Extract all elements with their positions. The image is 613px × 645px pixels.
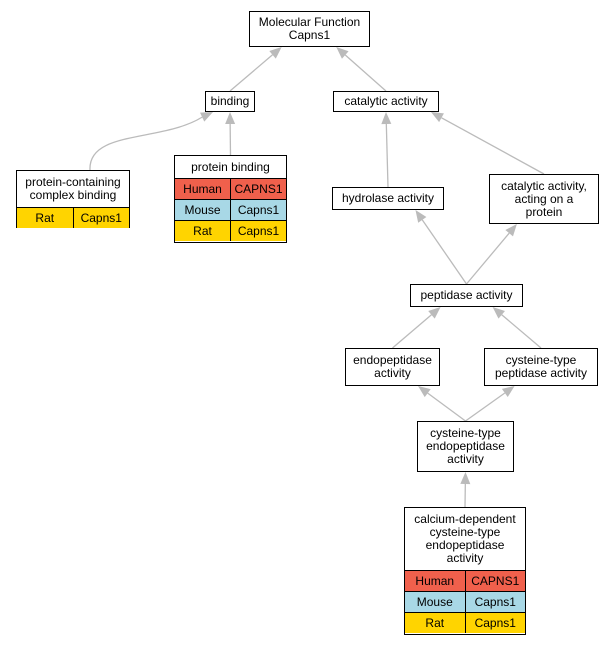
gene-table: Rat Capns1 [17, 207, 129, 228]
edge [392, 307, 441, 349]
node-label: protein binding [191, 159, 270, 174]
node-label: peptidase activity [420, 288, 513, 302]
edge-line [392, 314, 432, 349]
edge-line [465, 392, 506, 422]
arrowhead-icon [381, 112, 392, 125]
species-cell: Mouse [175, 199, 231, 221]
gene-row: Rat Capns1 [405, 612, 525, 633]
gene-cell[interactable]: CAPNS1 [230, 178, 286, 200]
edge [460, 472, 471, 508]
arrowhead-icon [431, 112, 444, 123]
gene-cell[interactable]: Capns1 [230, 220, 286, 241]
edge-line [427, 392, 466, 422]
node-peptidase-activity[interactable]: peptidase activity [410, 284, 523, 307]
node-catalytic-activity[interactable]: catalytic activity [333, 91, 439, 112]
node-label: cysteine-type peptidase activity [494, 353, 588, 380]
edge-line [501, 314, 542, 349]
node-hydrolase-activity[interactable]: hydrolase activity [332, 187, 444, 210]
gene-cell[interactable]: Capns1 [72, 207, 129, 228]
arrowhead-icon [225, 112, 236, 125]
gene-cell[interactable]: Capns1 [464, 612, 525, 633]
edge [336, 47, 387, 92]
arrowhead-icon [336, 47, 349, 59]
edge [492, 307, 542, 349]
gene-row: Rat Capns1 [17, 207, 129, 228]
edge-line [441, 117, 545, 175]
node-cysteine-type-endopeptidase-activity[interactable]: cysteine-type endopeptidase activity [417, 421, 514, 472]
species-cell: Human [175, 178, 231, 200]
node-binding[interactable]: binding [205, 91, 255, 112]
arrowhead-icon [428, 307, 441, 319]
edge-line [229, 54, 273, 92]
arrowhead-icon [492, 307, 505, 319]
species-cell: Mouse [405, 591, 465, 613]
node-label: binding [210, 94, 250, 108]
edge-line [344, 54, 387, 92]
gene-cell[interactable]: Capns1 [230, 199, 286, 221]
edge [466, 224, 517, 285]
node-label: hydrolase activity [341, 191, 435, 205]
node-label: protein-containing complex binding [25, 175, 121, 202]
arrowhead-icon [200, 112, 213, 122]
gene-row: Rat Capns1 [175, 220, 286, 241]
gene-table: Human CAPNS1 Mouse Capns1 Rat Capns1 [175, 178, 286, 241]
node-calcium-dependent-cysteine-type-endopeptidase-activity[interactable]: calcium-dependent cysteine-type endopept… [404, 507, 526, 635]
gene-row: Mouse Capns1 [405, 591, 525, 613]
node-label: catalytic activity, acting on a protein [501, 178, 587, 219]
node-label: endopeptidase activity [353, 353, 432, 380]
edge [465, 386, 515, 422]
gene-cell[interactable]: Capns1 [464, 591, 525, 613]
gene-row: Human CAPNS1 [175, 178, 286, 200]
gene-table: Human CAPNS1 Mouse Capns1 Rat Capns1 [405, 570, 525, 633]
arrowhead-icon [505, 224, 517, 237]
node-protein-containing-complex-binding[interactable]: protein-containing complex binding Rat C… [16, 170, 130, 228]
gene-row: Mouse Capns1 [175, 199, 286, 221]
node-catalytic-activity-acting-on-a-protein[interactable]: catalytic activity, acting on a protein [489, 174, 599, 224]
edge [229, 47, 282, 92]
arrowhead-icon [460, 472, 471, 485]
node-label: Molecular Function Capns1 [258, 15, 361, 42]
edge [431, 112, 545, 175]
edge [225, 112, 236, 156]
edge [415, 210, 468, 285]
node-endopeptidase-activity[interactable]: endopeptidase activity [345, 348, 440, 386]
arrowhead-icon [415, 210, 427, 223]
species-cell: Rat [17, 207, 73, 228]
edge-line [421, 219, 468, 285]
gene-cell[interactable]: CAPNS1 [464, 570, 525, 592]
arrowhead-icon [269, 47, 282, 59]
edge-line [466, 232, 510, 285]
node-label: calcium-dependent cysteine-type endopept… [414, 512, 516, 565]
node-protein-binding[interactable]: protein binding Human CAPNS1 Mouse Capns… [174, 155, 287, 243]
node-label: cysteine-type endopeptidase activity [426, 426, 505, 466]
edge-line [89, 116, 203, 171]
arrowhead-icon [418, 386, 431, 398]
edge [418, 386, 466, 422]
node-molecular-function[interactable]: Molecular Function Capns1 [249, 11, 370, 47]
edge [89, 112, 213, 171]
gene-row: Human CAPNS1 [405, 570, 525, 592]
species-cell: Rat [175, 220, 231, 241]
node-cysteine-type-peptidase-activity[interactable]: cysteine-type peptidase activity [484, 348, 598, 386]
edge-line [385, 123, 389, 188]
species-cell: Human [405, 570, 465, 592]
arrowhead-icon [501, 386, 515, 398]
node-label: catalytic activity [344, 94, 428, 108]
edge [381, 112, 392, 188]
species-cell: Rat [405, 612, 465, 633]
